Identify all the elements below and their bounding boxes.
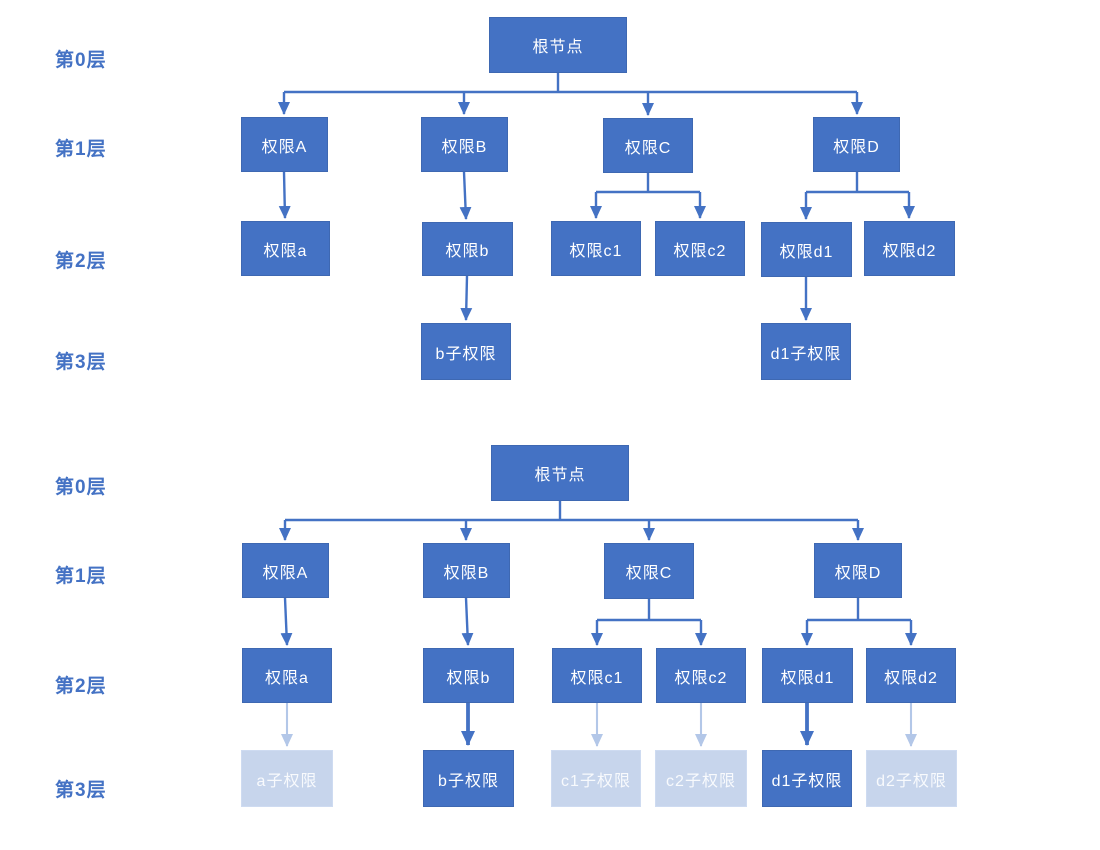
tree-node-tree-bottom-perm-c1-child: c1子权限 [551, 750, 641, 807]
layer-label-tree-top-2: 第2层 [55, 251, 107, 272]
tree-node-tree-bottom-perm-C: 权限C [604, 543, 694, 599]
layer-label-tree-bottom-3: 第3层 [55, 780, 107, 801]
tree-node-tree-bottom-perm-b: 权限b [423, 648, 514, 703]
tree-node-tree-bottom-perm-b-child: b子权限 [423, 750, 514, 807]
tree-node-tree-bottom-perm-d1-child: d1子权限 [762, 750, 852, 807]
tree-node-tree-bottom-perm-a-child: a子权限 [241, 750, 333, 807]
layer-label-tree-top-0: 第0层 [55, 50, 107, 71]
tree-node-tree-bottom-perm-c2-child: c2子权限 [655, 750, 747, 807]
layer-label-tree-bottom-2: 第2层 [55, 676, 107, 697]
connector-tree-top [460, 275, 473, 321]
tree-node-tree-top-perm-D: 权限D [813, 117, 900, 172]
layer-label-tree-bottom-1: 第1层 [55, 566, 107, 587]
tree-node-tree-bottom-perm-A: 权限A [242, 543, 329, 598]
connector-tree-bottom [461, 597, 474, 646]
tree-node-tree-top-perm-C: 权限C [603, 118, 693, 173]
tree-node-tree-bottom-perm-d2-child: d2子权限 [866, 750, 957, 807]
connector-tree-top [459, 171, 472, 220]
tree-node-tree-bottom-perm-D: 权限D [814, 543, 902, 598]
tree-node-tree-top-perm-d2: 权限d2 [864, 221, 955, 276]
tree-node-tree-bottom-perm-c1: 权限c1 [552, 648, 642, 703]
tree-node-tree-top-perm-A: 权限A [241, 117, 328, 172]
tree-node-tree-top-perm-B: 权限B [421, 117, 508, 172]
tree-node-tree-bottom-perm-c2: 权限c2 [656, 648, 746, 703]
tree-node-tree-top-root: 根节点 [489, 17, 627, 73]
tree-node-tree-top-perm-a: 权限a [241, 221, 330, 276]
tree-node-tree-top-perm-c1: 权限c1 [551, 221, 641, 276]
tree-node-tree-bottom-perm-d1: 权限d1 [762, 648, 853, 703]
layer-label-tree-bottom-0: 第0层 [55, 477, 107, 498]
tree-node-tree-bottom-perm-d2: 权限d2 [866, 648, 956, 703]
tree-node-tree-top-perm-b: 权限b [422, 222, 513, 276]
tree-node-tree-top-perm-c2: 权限c2 [655, 221, 745, 276]
tree-node-tree-bottom-perm-a: 权限a [242, 648, 332, 703]
tree-node-tree-top-perm-b-child: b子权限 [421, 323, 511, 380]
layer-label-tree-top-1: 第1层 [55, 139, 107, 160]
tree-node-tree-bottom-root: 根节点 [491, 445, 629, 501]
layer-label-tree-top-3: 第3层 [55, 352, 107, 373]
connector-tree-top [278, 171, 291, 219]
tree-node-tree-top-perm-d1-child: d1子权限 [761, 323, 851, 380]
tree-node-tree-bottom-perm-B: 权限B [423, 543, 510, 598]
tree-node-tree-top-perm-d1: 权限d1 [761, 222, 852, 277]
connector-tree-bottom [280, 597, 293, 646]
